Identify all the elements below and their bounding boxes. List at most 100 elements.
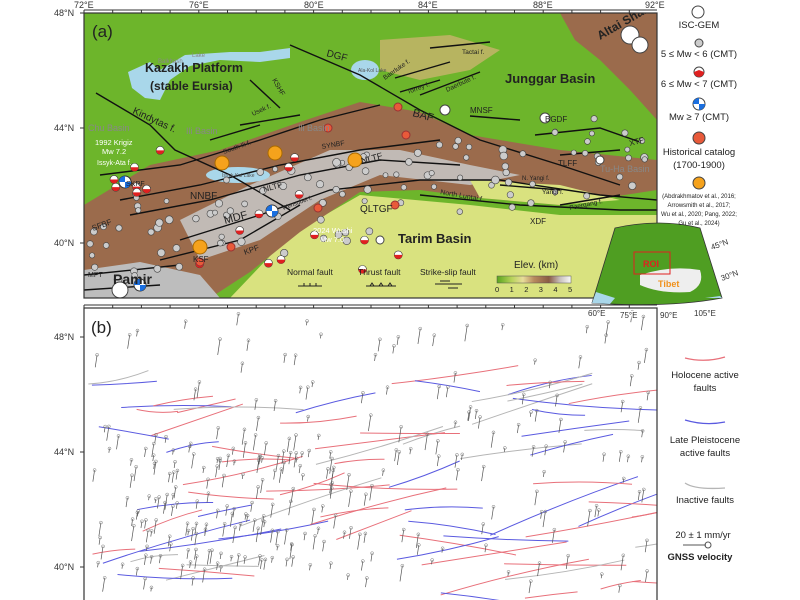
fault-trace: [388, 460, 460, 488]
gnss-vector: [548, 382, 551, 389]
fault-trace: [102, 519, 251, 564]
fault-trace: [266, 484, 390, 492]
fault-trace: [279, 472, 345, 496]
gnss-error-ellipse: [132, 523, 136, 528]
gnss-vector: [173, 461, 176, 468]
earthquake-marker: [237, 237, 246, 246]
gnss-vector: [317, 435, 320, 440]
earthquake-marker: [172, 244, 181, 252]
fault-trace: [506, 380, 585, 386]
gnss-vector: [108, 448, 110, 453]
thrust-fault-label: Thrust fault: [358, 267, 401, 277]
gnss-vector: [627, 456, 629, 463]
gnss-vector: [454, 454, 458, 468]
gnss-vector: [307, 416, 309, 422]
balkhash-lake: [128, 48, 290, 100]
cmt-6-7-fill: [290, 157, 299, 162]
gnss-error-ellipse: [194, 554, 199, 558]
gnss-error-ellipse: [453, 371, 458, 375]
gnss-vector: [169, 543, 172, 552]
fault-trace: [240, 477, 382, 527]
legend-ref-1: (Abdrakhmatov et al., 2016;: [662, 194, 736, 200]
gnss-error-ellipse: [369, 413, 373, 417]
gnss-vector: [305, 387, 309, 400]
historical-marker: [401, 130, 411, 140]
gnss-error-ellipse: [559, 417, 563, 422]
gnss-vector: [484, 545, 487, 553]
gnss-error-ellipse: [154, 433, 158, 437]
isc-gem-marker: [439, 104, 451, 116]
gnss-vector: [386, 387, 388, 395]
earthquake-marker: [463, 154, 470, 161]
gnss-vector: [236, 554, 240, 567]
earthquake-marker: [165, 215, 174, 224]
strike-slip-fault-symbol: [435, 280, 462, 289]
fault-trace: [404, 506, 483, 511]
gnss-error-ellipse: [437, 454, 441, 458]
gnss-vector: [256, 417, 259, 431]
earthquake-marker: [452, 143, 459, 150]
gnss-error-ellipse: [258, 554, 262, 558]
gnss-vector: [180, 565, 184, 580]
gnss-error-ellipse: [215, 464, 219, 468]
paleo-event-marker: [214, 155, 230, 171]
gnss-error-ellipse: [349, 489, 353, 493]
earthquake-marker: [155, 218, 164, 227]
gnss-vector: [244, 513, 247, 520]
fault-trace: [136, 408, 179, 413]
event-krigiz-2: Mw 7.2: [102, 147, 126, 156]
gnss-vector: [229, 513, 233, 527]
gnss-error-ellipse: [363, 531, 368, 536]
gnss-vector: [209, 550, 213, 564]
legend-cmt-5-6: 5 ≤ Mw < 6 (CMT): [661, 49, 737, 60]
gnss-vector: [191, 453, 195, 469]
earthquake-marker: [279, 182, 288, 190]
panel-b-map: (b): [84, 308, 657, 600]
earthquake-marker: [131, 272, 138, 279]
gnss-error-ellipse: [619, 449, 623, 454]
isc-gem-marker: [631, 36, 649, 54]
gnss-error-ellipse: [164, 434, 168, 439]
gnss-vector: [97, 562, 99, 568]
earthquake-marker: [504, 178, 513, 186]
gnss-error-ellipse: [284, 528, 289, 532]
gnss-vector: [263, 521, 265, 528]
gnss-error-ellipse: [149, 585, 154, 590]
earthquake-marker: [153, 264, 162, 273]
fault-trace: [489, 476, 639, 536]
lon-tick-label: 80°E: [304, 0, 324, 10]
earthquake-marker: [624, 146, 631, 153]
cmt-6-7-fill: [111, 187, 120, 192]
gnss-vector: [295, 458, 297, 463]
gnss-error-ellipse: [103, 424, 107, 429]
gnss-error-ellipse: [637, 489, 642, 494]
gnss-vector: [594, 505, 597, 518]
gnss-vector: [645, 570, 648, 583]
historical-marker: [313, 203, 323, 213]
cmt-6-7-fill: [284, 167, 293, 172]
gnss-error-ellipse: [254, 398, 259, 402]
gnss-error-ellipse: [242, 427, 247, 432]
fault-trace: [188, 491, 274, 500]
gnss-error-ellipse: [92, 468, 97, 472]
earthquake-marker: [616, 173, 624, 181]
gnss-error-ellipse: [95, 353, 99, 357]
gnss-vector: [216, 427, 219, 440]
gnss-error-ellipse: [218, 337, 222, 341]
gnss-error-ellipse: [258, 454, 262, 459]
gnss-vector: [644, 540, 648, 553]
gnss-vector: [163, 502, 166, 514]
gnss-error-ellipse: [588, 508, 592, 513]
gnss-vector: [216, 563, 218, 570]
gnss-error-ellipse: [641, 314, 646, 319]
gnss-error-ellipse: [578, 355, 583, 359]
gnss-vector: [456, 469, 459, 481]
region-ili-2: Ili Basin: [298, 123, 330, 133]
cmt-6-7-fill: [264, 263, 273, 268]
gnss-error-ellipse: [548, 380, 552, 385]
gnss-vector: [202, 569, 205, 583]
legend-pleistocene-1: Late Pleistocene: [670, 435, 740, 446]
gnss-scale-arrow-icon: [683, 541, 712, 549]
gnss-error-ellipse: [152, 441, 156, 446]
fault-trace: [313, 482, 458, 490]
